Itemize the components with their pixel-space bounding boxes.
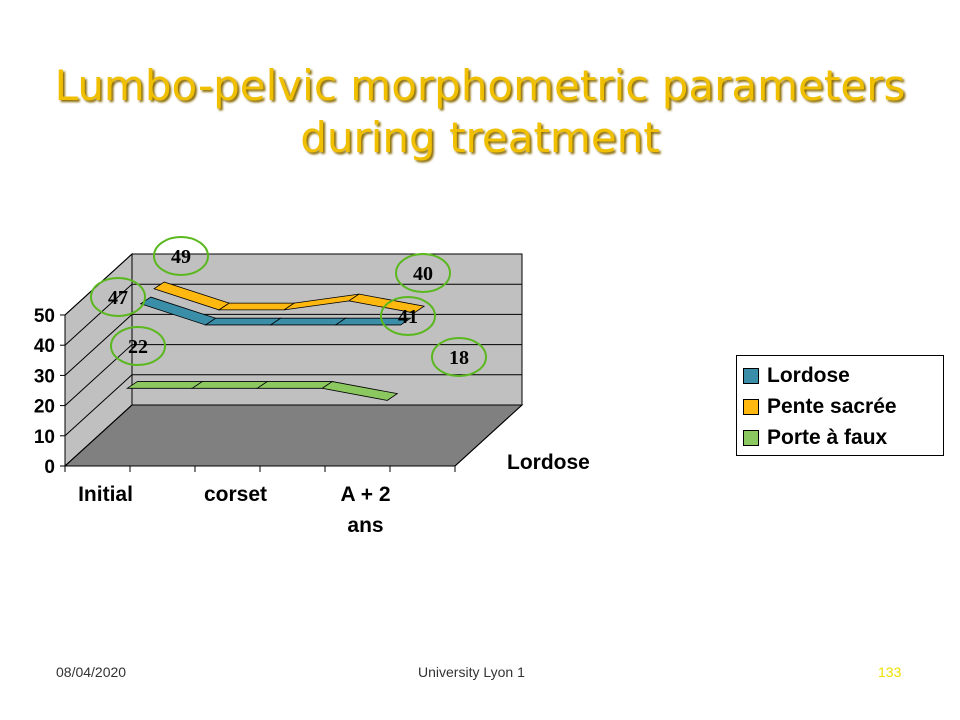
legend-label: Porte à faux xyxy=(767,425,888,449)
annotation-circle xyxy=(395,253,451,293)
gridline-side xyxy=(64,404,133,467)
depth-axis-label: Lordose xyxy=(507,451,590,474)
y-tick-label: 50 xyxy=(34,306,55,327)
ribbon-porte-faux xyxy=(190,381,269,389)
footer-institution: University Lyon 1 xyxy=(418,664,525,680)
depth-axis xyxy=(454,404,523,467)
legend-item-porte: Porte à faux xyxy=(743,422,937,453)
floor xyxy=(63,404,524,467)
gridline-side xyxy=(64,283,133,346)
footer-date: 08/04/2020 xyxy=(56,664,127,680)
ribbon-lordose xyxy=(334,317,413,326)
annotation-circle xyxy=(110,326,166,366)
ribbon-porte-faux xyxy=(321,381,399,401)
annotation-label: 18 xyxy=(449,347,469,369)
chart-legend: Lordose Pente sacrée Porte à faux xyxy=(736,355,944,456)
gridline-side xyxy=(64,344,133,406)
legend-label: Pente sacrée xyxy=(767,394,897,418)
ribbon-pente-sacr-e xyxy=(217,302,296,311)
gridline-side xyxy=(64,374,133,437)
footer-page-number: 133 xyxy=(878,664,902,680)
legend-swatch xyxy=(743,398,759,415)
x-tick-label: Initial xyxy=(78,483,133,506)
title-line-2: during treatment xyxy=(300,113,660,162)
annotation-circle xyxy=(380,296,436,336)
title-line-1: Lumbo-pelvic morphometric parameters xyxy=(54,61,906,110)
y-tick-label: 10 xyxy=(34,427,55,448)
legend-swatch xyxy=(743,429,759,446)
annotation-label: 49 xyxy=(171,246,191,268)
x-tick-label: A + 2 xyxy=(341,483,391,506)
y-tick-label: 20 xyxy=(34,397,55,418)
gridline-side xyxy=(64,314,133,376)
legend-swatch xyxy=(743,367,759,384)
annotation-circle xyxy=(90,277,146,317)
legend-label: Lordose xyxy=(767,363,850,387)
ribbon-porte-faux xyxy=(125,381,204,389)
annotation-circle xyxy=(153,236,209,276)
ribbon-lordose xyxy=(204,317,283,326)
annotation-label: 22 xyxy=(128,336,148,358)
y-tick-label: 0 xyxy=(44,457,55,478)
x-tick-label: corset xyxy=(204,483,267,506)
legend-item-pente: Pente sacrée xyxy=(743,391,937,422)
annotation-label: 47 xyxy=(108,287,128,309)
legend-item-lordose: Lordose xyxy=(743,360,937,391)
annotation-circle xyxy=(431,337,487,377)
ribbon-lordose xyxy=(269,317,348,326)
annotation-label: 41 xyxy=(398,306,418,328)
y-tick-label: 40 xyxy=(34,336,55,357)
annotation-label: 40 xyxy=(413,263,433,285)
x-tick-label: ans xyxy=(347,514,383,537)
slide-title: Lumbo-pelvic morphometric parameters dur… xyxy=(0,60,960,164)
y-tick-label: 30 xyxy=(34,366,55,387)
ribbon-porte-faux xyxy=(255,381,334,389)
